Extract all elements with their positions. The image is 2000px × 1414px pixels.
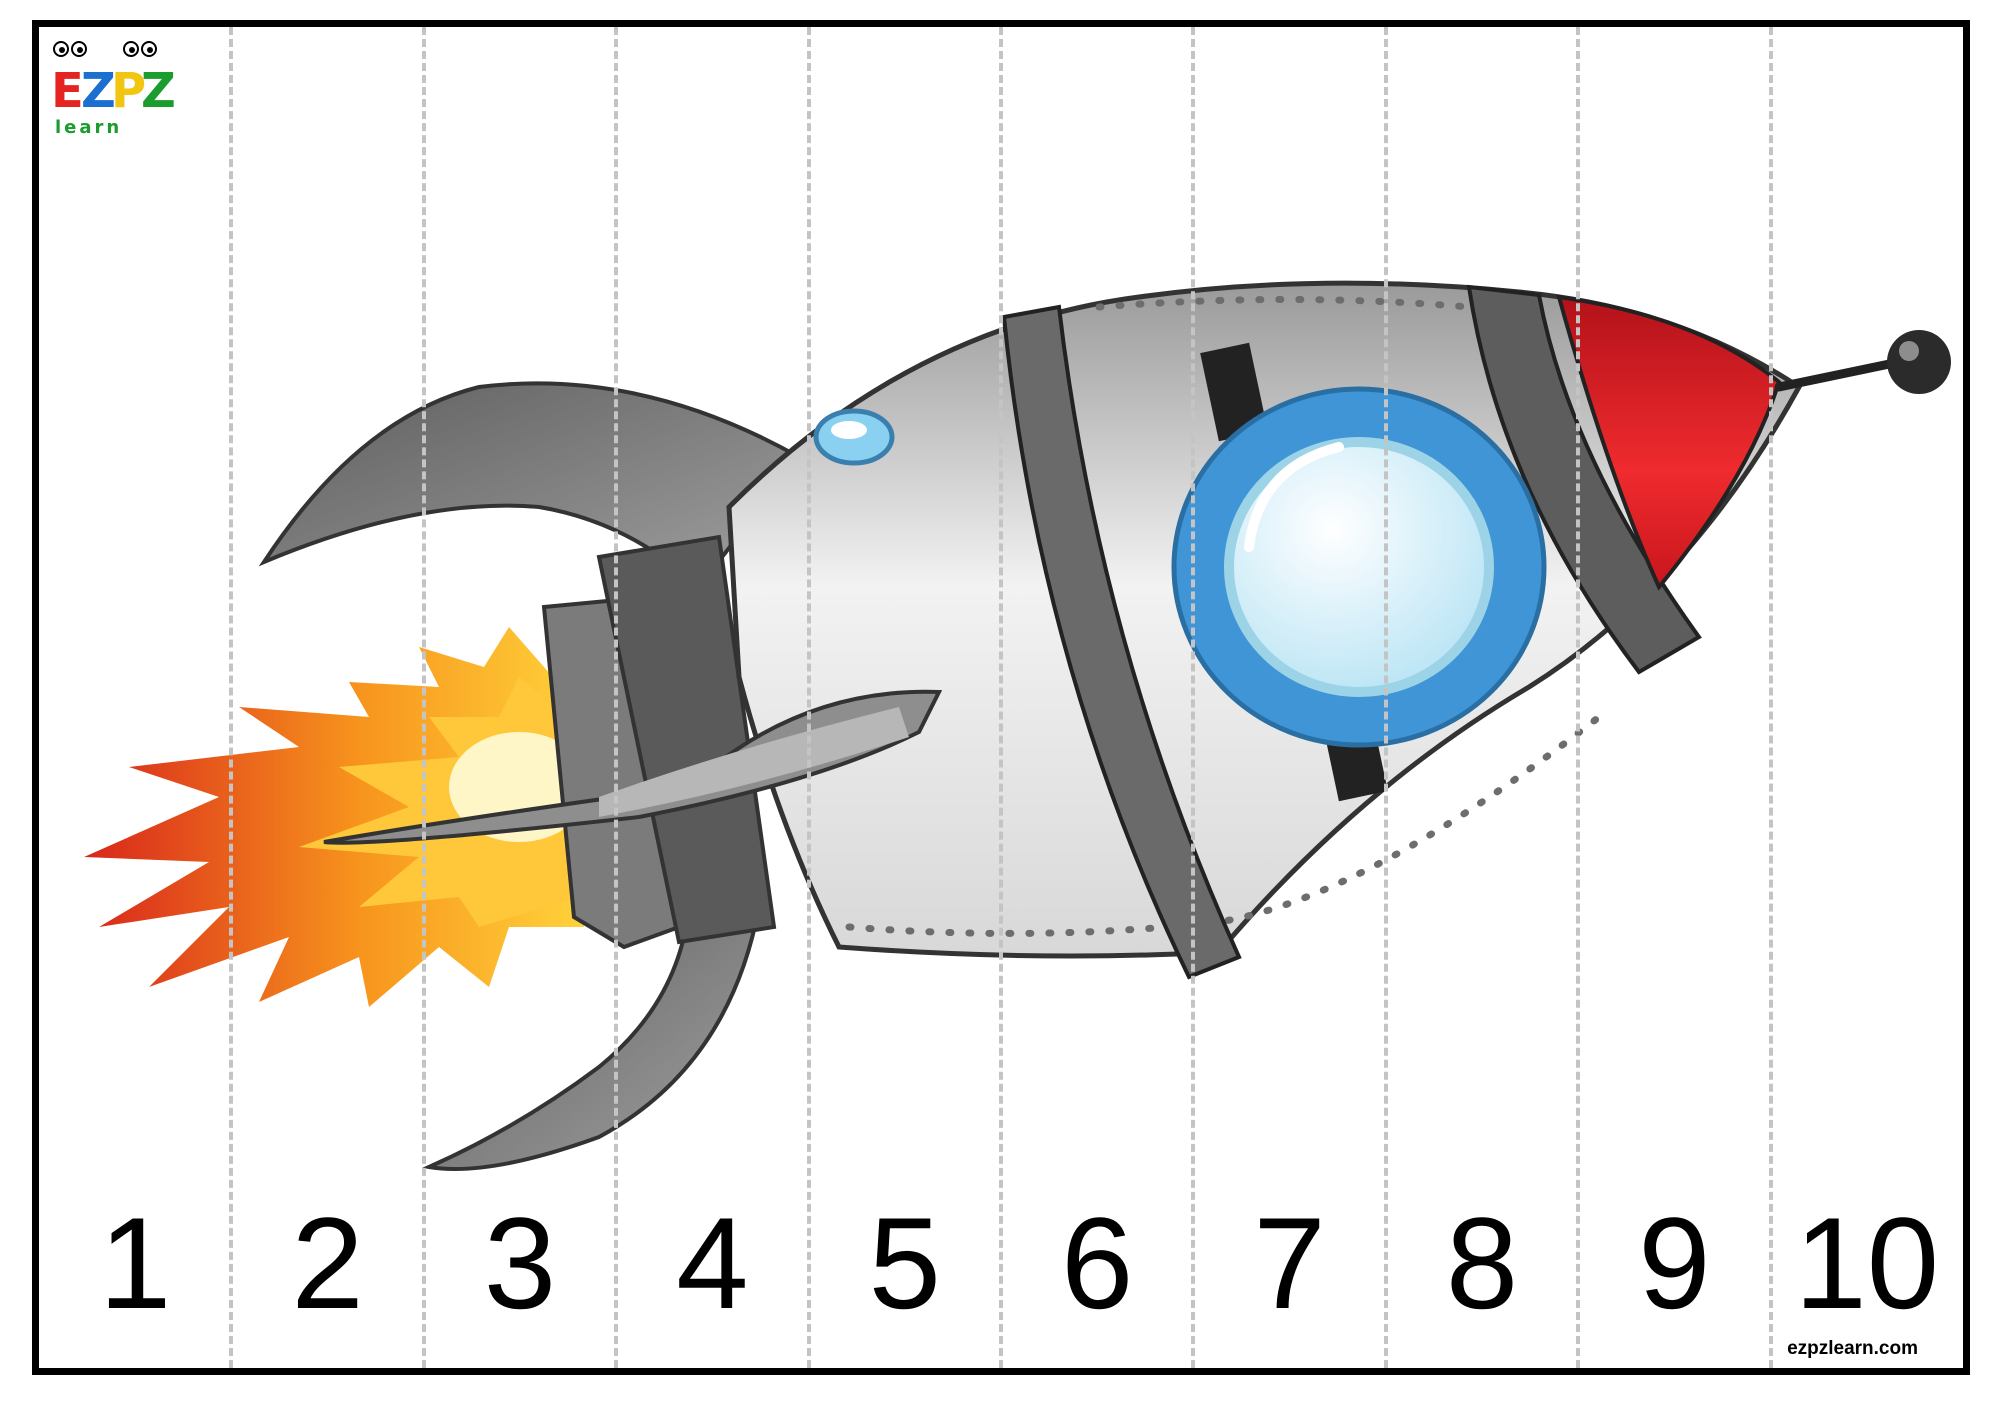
ezpz-logo: E Z P Z learn xyxy=(45,33,185,143)
logo-eye-icon xyxy=(71,41,87,57)
piece-number: 5 xyxy=(868,1190,941,1336)
piece-number: 8 xyxy=(1445,1190,1519,1336)
website-credit: ezpzlearn.com xyxy=(1787,1338,1918,1359)
cut-line xyxy=(614,27,619,1368)
cut-line xyxy=(1383,27,1388,1368)
piece-number: 6 xyxy=(1061,1190,1134,1336)
piece-number: 10 xyxy=(1794,1190,1940,1336)
puzzle-frame: E Z P Z learn 1 2 3 4 5 6 7 8 9 10 ezpzl… xyxy=(32,20,1970,1375)
cut-line xyxy=(999,27,1003,1368)
logo-subtitle: learn xyxy=(55,117,123,138)
piece-number: 1 xyxy=(99,1190,172,1336)
cut-line xyxy=(806,27,811,1368)
piece-number: 7 xyxy=(1253,1190,1326,1336)
window-icon xyxy=(1171,342,1547,802)
piece-number: 2 xyxy=(291,1190,364,1336)
cut-line xyxy=(229,27,234,1368)
cut-line xyxy=(1768,27,1773,1368)
logo-eye-icon xyxy=(53,41,69,57)
logo-letter: Z xyxy=(141,63,176,119)
logo-eye-icon xyxy=(141,41,157,57)
rocket-illustration xyxy=(84,280,1951,1171)
cut-line xyxy=(1576,27,1581,1368)
logo-eye-icon xyxy=(123,41,139,57)
piece-number: 4 xyxy=(676,1190,749,1336)
logo-letter: E xyxy=(51,63,84,119)
cut-line xyxy=(421,27,426,1368)
piece-number: 3 xyxy=(483,1190,557,1336)
logo-letter: P xyxy=(111,63,147,119)
cut-line xyxy=(1191,27,1196,1368)
piece-number: 9 xyxy=(1638,1190,1711,1336)
logo-letter: Z xyxy=(81,63,116,119)
